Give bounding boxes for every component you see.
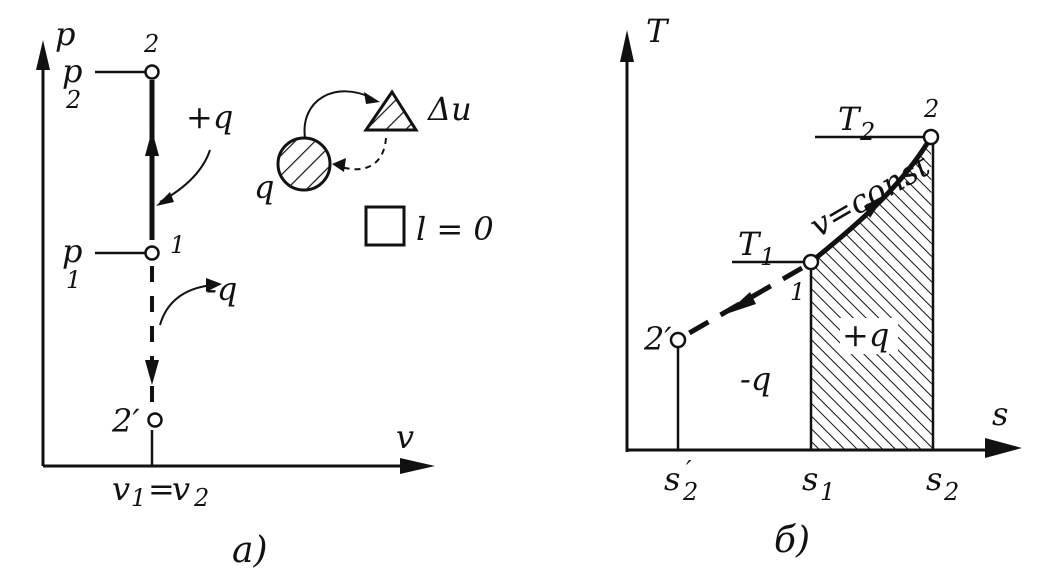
plus-q-arrow-icon [156,192,174,206]
minus-q-label: -q [740,360,771,398]
energy-triangle-icon [363,89,419,132]
down-arrow-icon [145,360,159,385]
point-2 [144,64,160,80]
plus-q-label: +q [186,98,233,136]
v-axis-label: v [396,418,414,456]
v-axis-arrow-icon [400,458,435,474]
point-2-label: 2 [143,30,159,58]
T-axis-arrow-icon [620,30,634,62]
equals-sign: = [148,470,175,508]
point-1 [144,245,160,261]
point-2prime-label: 2′ [643,320,672,358]
work-square-icon [364,205,406,247]
v2-subscript: 2 [193,484,209,512]
q-to-du-arrow [303,90,373,139]
s1-symbol: s [802,460,818,498]
legend-l-label: l = 0 [416,210,494,248]
T2-symbol: T [838,100,862,138]
s2-subscript: 2 [943,478,959,506]
p1-symbol: p [62,232,82,270]
du-to-q-arrow-icon [332,158,346,172]
panel-b: T s 2 1 2′ T 2 T 1 v=const +q -q s 2 ′ s… [620,12,1022,561]
plus-q-arrow [159,149,211,203]
point-2 [922,128,940,146]
s-axis-label: s [992,395,1008,433]
panel-b-caption: б) [774,520,810,561]
panel-a-caption: a) [232,530,268,571]
plus-q-label: +q [842,316,889,354]
minus-q-arrow-icon [206,278,222,292]
point-1 [802,253,820,271]
legend-q-label: q [254,168,274,206]
T2-subscript: 2 [859,118,875,146]
q-to-du-arrow-icon [364,92,380,104]
point-2prime [669,331,687,349]
s1-subscript: 1 [820,478,835,506]
cooling-arrow-icon [726,292,756,314]
v1-subscript: 1 [131,484,146,512]
du-to-q-arrow [337,137,387,171]
v2-symbol: v [172,470,190,508]
s2prime-subscript: 2 [682,478,698,506]
point-2prime-label: 2′ [111,402,140,440]
v1-symbol: v [112,470,130,508]
p1-subscript: 1 [66,266,81,294]
T-axis-label: T [646,12,670,50]
up-arrow-icon [145,130,159,156]
curve-arrow-icon [864,194,886,218]
point-1-label: 1 [170,231,185,259]
s-axis-arrow-icon [985,438,1022,458]
minus-q-arrow [159,284,213,326]
plus-q-backdrop [840,318,898,354]
point-2prime [147,412,163,428]
panel-a: p v 2 1 2′ p 2 p 1 +q -q v 1 = v [36,15,494,571]
T1-symbol: T [738,225,762,263]
s2prime-symbol: s [664,460,680,498]
legend-du-label: Δu [426,90,472,128]
point-2-label: 2 [923,95,939,123]
cooling-curve [682,265,804,339]
s2-symbol: s [926,460,942,498]
heat-circle-icon [276,136,332,192]
point-1-label: 1 [790,278,805,306]
heat-area [811,137,933,449]
s2prime-prime: ′ [686,456,692,484]
T1-subscript: 1 [760,243,775,271]
p-axis-arrow-icon [36,40,50,70]
p2-symbol: p [62,52,82,90]
p-axis-label: p [55,15,75,53]
p2-subscript: 2 [65,86,81,114]
